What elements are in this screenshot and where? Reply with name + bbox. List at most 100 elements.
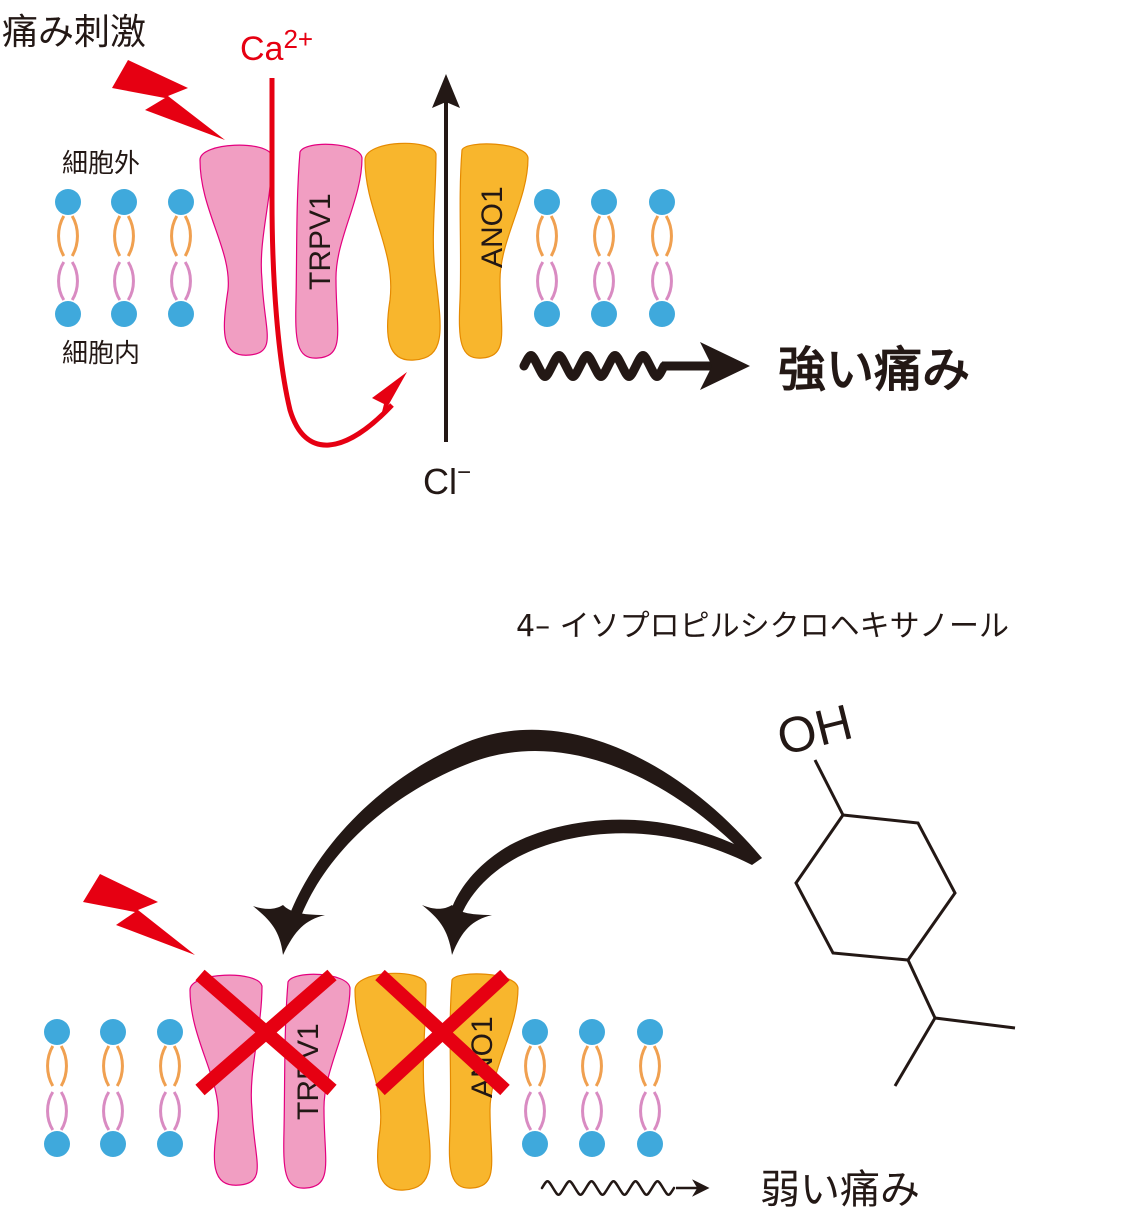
trpv1-label: TRPV1 (304, 193, 337, 290)
lipid-tail (115, 1091, 124, 1131)
lipid-tail (594, 1091, 603, 1131)
lipid-tail (664, 215, 673, 257)
lipid-tail (126, 215, 135, 257)
lipid-head (168, 301, 194, 327)
trpv1-channel-blocked: TRPV1 (189, 969, 351, 1189)
lipid-head (55, 301, 81, 327)
lipid-head (637, 1131, 663, 1157)
calcium-ion-symbol: Ca (240, 30, 284, 68)
trpv1-channel: TRPV1 (199, 143, 363, 359)
extracellular-label: 細胞外 (62, 149, 140, 179)
trpv1-subunit-left (199, 144, 273, 356)
lipid-tail (594, 1045, 603, 1087)
ano1-channel-blocked: ANO1 (354, 969, 519, 1191)
inhibition-arrow-to-ano1 (447, 819, 762, 925)
lipid-tail (57, 215, 66, 257)
lipid-tail (113, 215, 122, 257)
chloride-ion-label: Cl− (423, 459, 471, 502)
lipid-head (44, 1131, 70, 1157)
lipid-head (637, 1019, 663, 1045)
ano1-channel: ANO1 (364, 142, 529, 361)
lipid-head (591, 189, 617, 215)
trpv1-subunit-right (295, 143, 363, 359)
methyl-bond-left (893, 1017, 937, 1087)
lipid-head (100, 1131, 126, 1157)
compound-name-label: 4– イソプロピルシクロヘキサノール (516, 609, 1009, 644)
lipid-tail (651, 215, 660, 257)
lipid-tail (652, 1045, 661, 1087)
lipid-head (534, 301, 560, 327)
lipid-tail (593, 261, 602, 301)
lipid-tail (159, 1091, 168, 1131)
chloride-ion-symbol: Cl (423, 461, 457, 502)
lipid-tail (172, 1091, 181, 1131)
lipid-tail (170, 261, 179, 301)
lipid-tail (664, 261, 673, 301)
lipid-head (522, 1019, 548, 1045)
lipid-tail (183, 261, 192, 301)
lipid-head (157, 1131, 183, 1157)
x-mark-icon (375, 969, 510, 1096)
lipid-tail (581, 1045, 590, 1087)
lipid-tail (59, 1091, 68, 1131)
lipid-tail (102, 1045, 111, 1087)
lipid-head (111, 301, 137, 327)
strong-signal-arrowhead (700, 342, 750, 390)
lipid-molecule (579, 1019, 605, 1157)
lipid-tail (537, 1045, 546, 1087)
lipid-tail (536, 215, 545, 257)
chloride-ion-charge: − (457, 459, 471, 486)
lipid-head (579, 1019, 605, 1045)
ano1-subunit-right (458, 143, 529, 359)
lipid-head (157, 1019, 183, 1045)
lipid-tail (102, 1091, 111, 1131)
lipid-tail (524, 1091, 533, 1131)
lipid-tail (652, 1091, 661, 1131)
lipid-tail (549, 261, 558, 301)
lipid-tail (57, 261, 66, 301)
pain-stimulus-label: 痛み刺激 (2, 12, 146, 53)
lipid-molecule (111, 189, 137, 327)
lipid-head (534, 189, 560, 215)
lipid-tail (170, 215, 179, 257)
lipid-tail (639, 1091, 648, 1131)
intracellular-label: 細胞内 (62, 339, 140, 369)
lightning-bolt-icon (112, 60, 225, 140)
lipid-head (579, 1131, 605, 1157)
lipid-tail (524, 1045, 533, 1087)
lipid-tail (115, 1045, 124, 1087)
isopropylcyclohexanol-structure (794, 759, 1016, 1087)
strong-signal-wave (519, 351, 669, 381)
lipid-head (44, 1019, 70, 1045)
membrane-lipids (44, 1019, 663, 1157)
lipid-molecule (522, 1019, 548, 1157)
lipid-tail (46, 1091, 55, 1131)
chloride-efflux-arrowhead (432, 74, 460, 108)
lipid-molecule (534, 189, 560, 327)
strong-pain-label: 強い痛み (778, 342, 970, 398)
lipid-tail (183, 215, 192, 257)
lipid-molecule (168, 189, 194, 327)
lipid-molecule (637, 1019, 663, 1157)
lipid-tail (536, 261, 545, 301)
inhibition-arrowhead-trpv1 (253, 905, 325, 955)
ano1-subunit-right (448, 973, 519, 1189)
inhibition-arrowhead-ano1 (422, 905, 492, 955)
lipid-tail (70, 261, 79, 301)
weak-signal-wave (540, 1180, 676, 1196)
lipid-molecule (55, 189, 81, 327)
lipid-tail (113, 261, 122, 301)
top-panel: 痛み刺激 Ca2+ 細胞外 細胞内 TRPV1 ANO1 Cl− (2, 12, 970, 502)
hydroxyl-bond (813, 759, 845, 816)
weak-pain-label: 弱い痛み (760, 1167, 920, 1213)
lipid-molecule (649, 189, 675, 327)
lipid-tail (172, 1045, 181, 1087)
lipid-tail (70, 215, 79, 257)
cyclohexane-ring (794, 813, 957, 962)
lipid-head (55, 189, 81, 215)
inhibition-arrow-to-trpv1 (284, 729, 762, 930)
lipid-tail (59, 1045, 68, 1087)
calcium-ion-charge: 2+ (283, 24, 313, 54)
membrane-lipids (55, 189, 675, 327)
